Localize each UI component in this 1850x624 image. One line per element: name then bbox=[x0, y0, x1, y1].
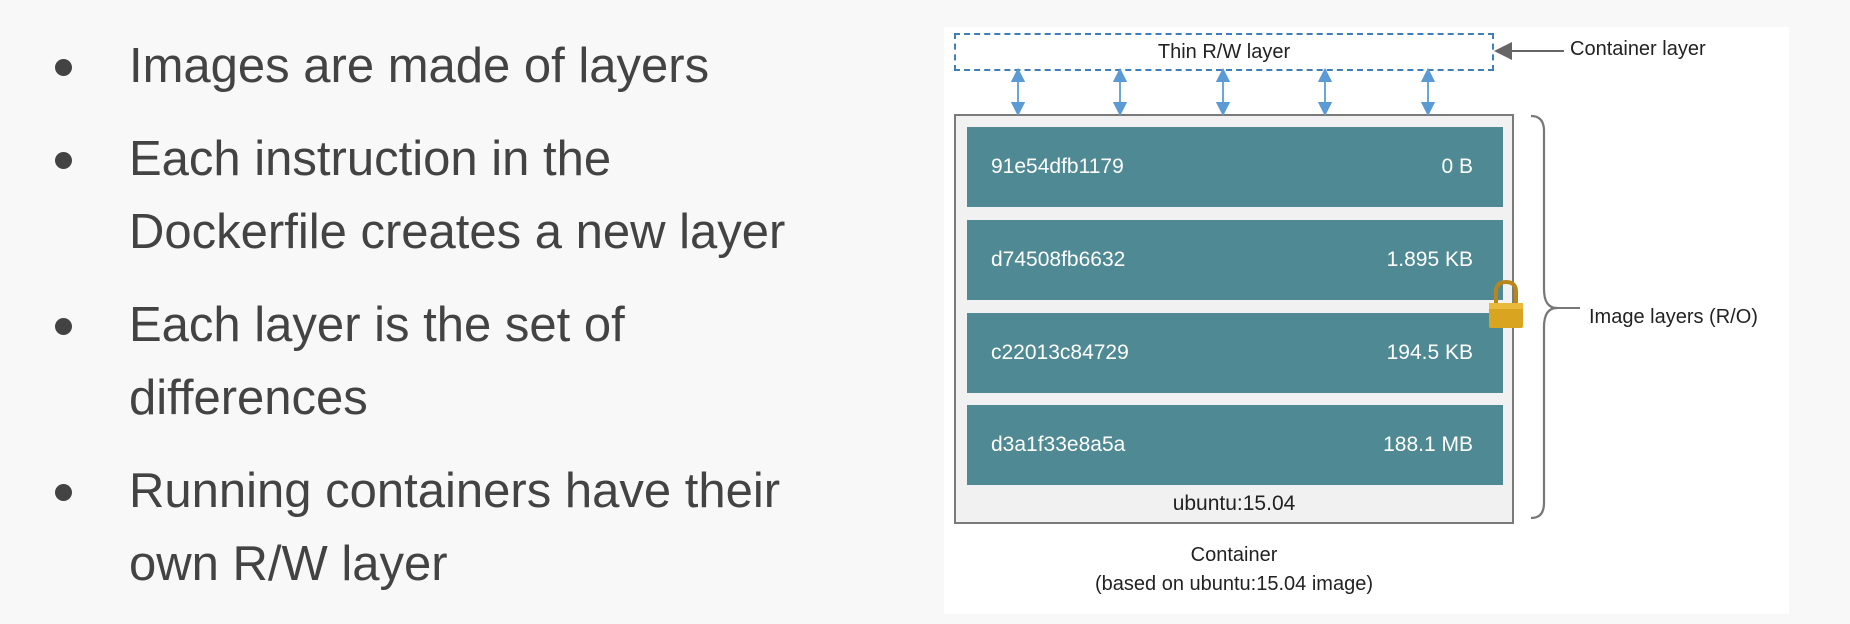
image-layers-label: Image layers (R/O) bbox=[1589, 306, 1758, 328]
image-layer: 91e54dfb1179 0 B bbox=[967, 127, 1503, 207]
bullet-text: Running containers have their own R/W la… bbox=[129, 464, 781, 591]
lock-icon bbox=[1489, 279, 1523, 328]
bullet-text: Images are made of layers bbox=[129, 39, 710, 93]
bullet-dot-icon bbox=[55, 484, 72, 501]
caption-title: Container bbox=[1190, 544, 1278, 566]
bullet-text: Each layer is the set of differences bbox=[129, 298, 625, 425]
bullet-dot-icon bbox=[55, 59, 72, 76]
layer-id: c22013c84729 bbox=[991, 341, 1129, 364]
base-image-label: ubuntu:15.04 bbox=[1172, 492, 1296, 515]
image-layer: d3a1f33e8a5a 188.1 MB bbox=[967, 405, 1503, 485]
image-layer: c22013c84729 194.5 KB bbox=[967, 313, 1503, 393]
curly-brace-icon bbox=[1530, 114, 1580, 520]
layer-size: 1.895 KB bbox=[1386, 248, 1473, 271]
bullet-item: Images are made of layers bbox=[55, 30, 815, 103]
layer-id: 91e54dfb1179 bbox=[991, 155, 1124, 178]
bullet-dot-icon bbox=[55, 152, 72, 169]
layer-size: 188.1 MB bbox=[1383, 433, 1473, 456]
layer-id: d74508fb6632 bbox=[991, 248, 1126, 271]
bullet-item: Running containers have their own R/W la… bbox=[55, 455, 815, 601]
caption-subtitle: (based on ubuntu:15.04 image) bbox=[1095, 573, 1373, 595]
image-layers-box: 91e54dfb1179 0 B d74508fb6632 1.895 KB c… bbox=[954, 114, 1514, 524]
diagram-connectors bbox=[1010, 42, 1580, 520]
bullet-text: Each instruction in the Dockerfile creat… bbox=[129, 132, 786, 259]
bullet-dot-icon bbox=[55, 318, 72, 335]
layer-size: 0 B bbox=[1441, 155, 1473, 178]
bullet-item: Each layer is the set of differences bbox=[55, 289, 815, 435]
layer-size: 194.5 KB bbox=[1386, 341, 1473, 364]
bullet-list: Images are made of layers Each instructi… bbox=[55, 30, 815, 621]
layer-id: d3a1f33e8a5a bbox=[991, 433, 1126, 456]
thin-rw-layer-label: Thin R/W layer bbox=[1157, 40, 1291, 63]
docker-layers-diagram: Thin R/W layer Container layer 91e54dfb1… bbox=[944, 27, 1789, 614]
bullet-item: Each instruction in the Dockerfile creat… bbox=[55, 123, 815, 269]
image-layer: d74508fb6632 1.895 KB bbox=[967, 220, 1503, 300]
container-layer-label: Container layer bbox=[1570, 38, 1706, 60]
